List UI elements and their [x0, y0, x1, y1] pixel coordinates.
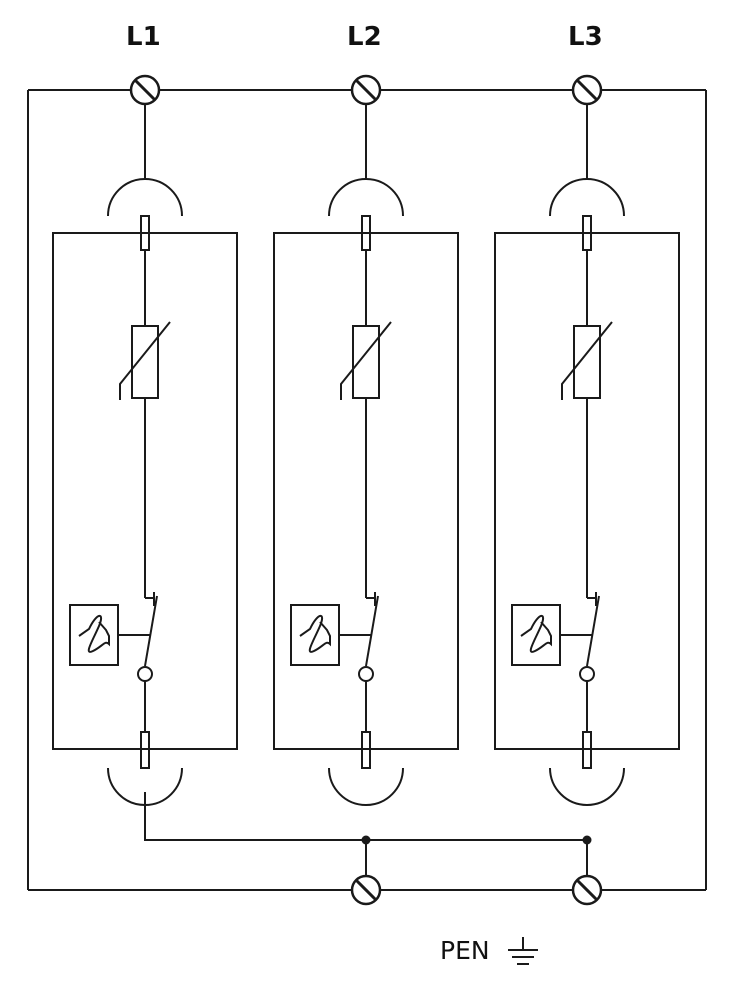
pen-label: PEN	[440, 936, 490, 965]
protection-module-2	[273, 104, 459, 806]
phase-label-l3: L3	[568, 22, 603, 52]
junction-dot	[361, 835, 371, 845]
plug-socket-bottom	[107, 767, 183, 806]
module-housing	[52, 232, 238, 750]
contact-pin-bottom	[361, 731, 371, 769]
thermal-disconnect-icon	[69, 604, 150, 666]
phase-label-l1: L1	[126, 22, 161, 52]
plug-socket-top	[549, 178, 625, 217]
ground-icon	[508, 937, 538, 965]
screw-terminal-icon	[571, 874, 603, 906]
switch-icon	[579, 592, 600, 682]
contact-pin-bottom	[582, 731, 592, 769]
switch-icon	[358, 592, 379, 682]
plug-socket-bottom	[549, 767, 625, 806]
module-housing	[273, 232, 459, 750]
phase-label-l2: L2	[347, 22, 382, 52]
plug-socket-top	[328, 178, 404, 217]
module-housing	[494, 232, 680, 750]
screw-terminal-icon	[129, 74, 161, 106]
thermal-disconnect-icon	[290, 604, 371, 666]
protection-module-1	[52, 104, 238, 806]
junction-dot	[582, 835, 592, 845]
screw-terminal-icon	[350, 74, 382, 106]
plug-socket-bottom	[328, 767, 404, 806]
plug-socket-top	[107, 178, 183, 217]
screw-terminal-icon	[350, 874, 382, 906]
screw-terminal-icon	[571, 74, 603, 106]
thermal-disconnect-icon	[511, 604, 592, 666]
varistor-icon	[340, 321, 392, 400]
switch-icon	[137, 592, 158, 682]
varistor-icon	[561, 321, 613, 400]
varistor-icon	[119, 321, 171, 400]
contact-pin-bottom	[140, 731, 150, 769]
protection-module-3	[494, 104, 680, 806]
